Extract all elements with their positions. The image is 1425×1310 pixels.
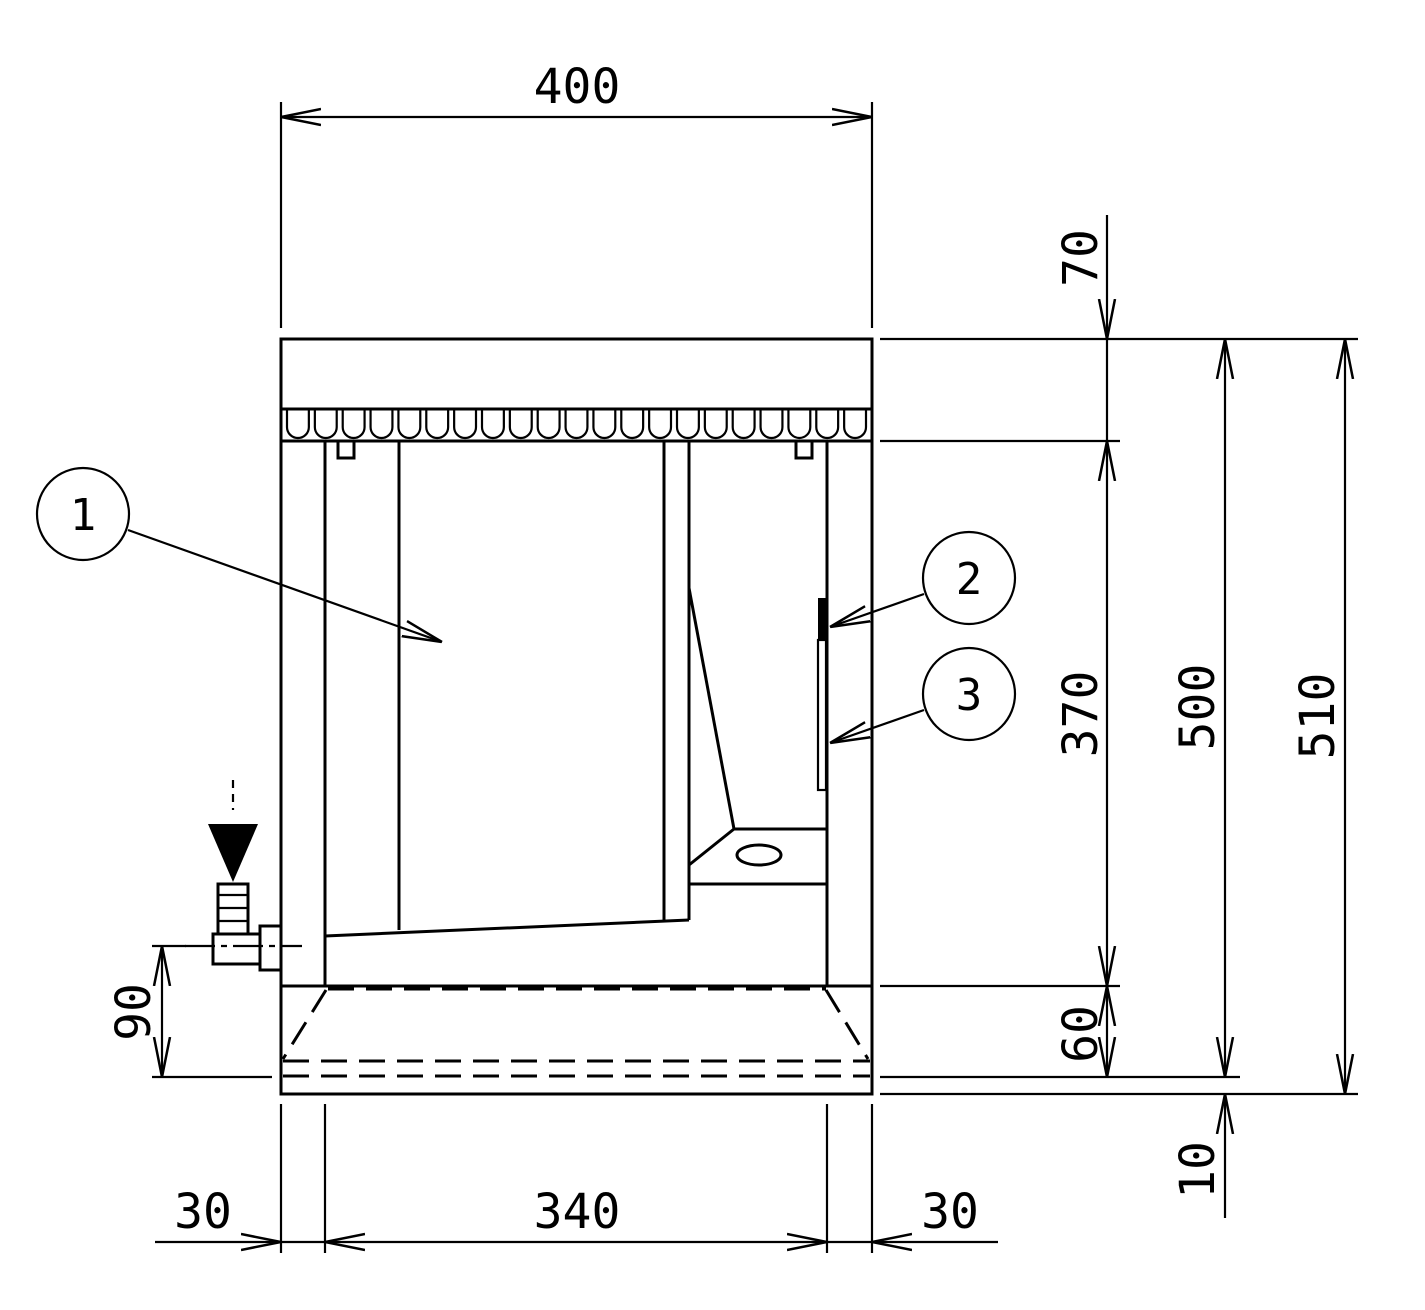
- dim-510-label: 510: [1290, 673, 1346, 760]
- callout-2-label: 2: [956, 554, 983, 605]
- callout-1: 1: [35, 466, 442, 642]
- cabinet-body: [279, 337, 874, 1096]
- dim-30-right-label: 30: [921, 1184, 979, 1240]
- dim-500-label: 500: [1170, 664, 1226, 751]
- dim-60-label: 60: [1053, 1005, 1109, 1063]
- callout-3: 3: [830, 646, 1017, 743]
- dim-10-label: 10: [1170, 1141, 1226, 1199]
- callout-1-label: 1: [70, 490, 97, 541]
- callout-3-label: 3: [956, 670, 983, 721]
- drawer-assembly: [324, 441, 827, 938]
- dimension-lines: [152, 102, 1358, 1253]
- mount-clips: [336, 441, 814, 460]
- drain-fitting: [185, 780, 302, 972]
- grille-scallops: [285, 409, 868, 440]
- base-hidden-lines: [281, 987, 870, 1078]
- dim-370-label: 370: [1053, 671, 1109, 758]
- side-fittings: [816, 598, 828, 792]
- dim-400-label: 400: [534, 59, 621, 115]
- dim-70-label: 70: [1053, 229, 1109, 287]
- dim-30-left-label: 30: [174, 1184, 232, 1240]
- callout-2: 2: [830, 530, 1017, 627]
- dim-340-label: 340: [534, 1184, 621, 1240]
- dim-90-label: 90: [106, 983, 162, 1041]
